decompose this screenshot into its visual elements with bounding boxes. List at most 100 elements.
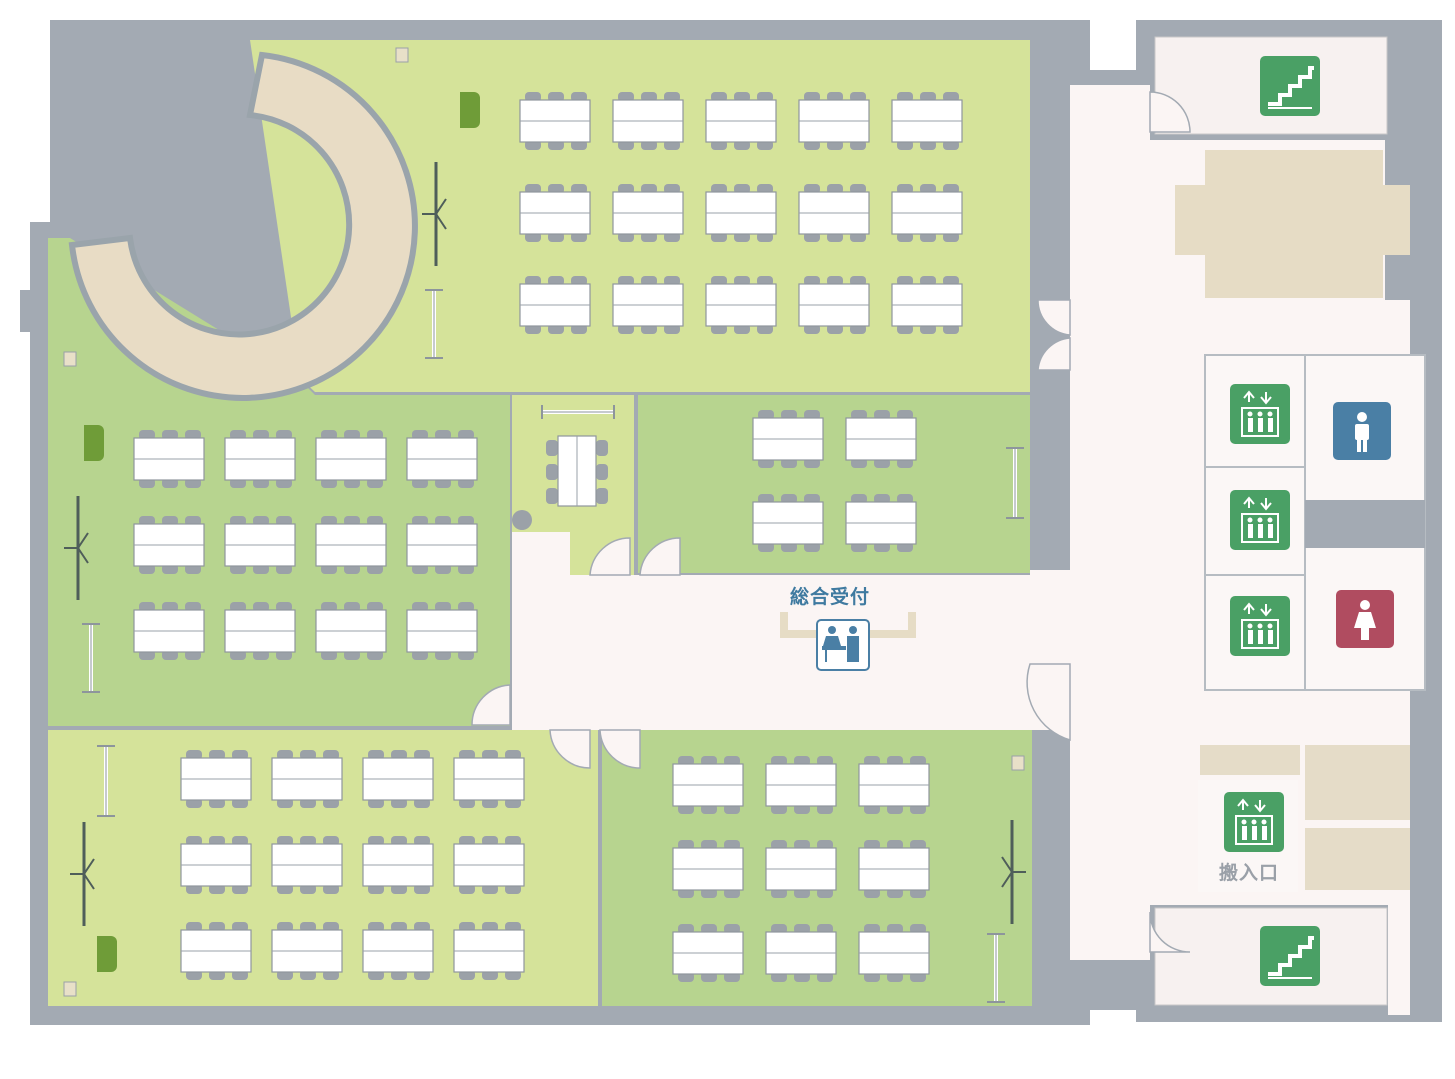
table-set: [519, 184, 591, 242]
elevator-arrows: [1237, 798, 1266, 813]
table-set: [765, 756, 837, 814]
womens-restroom-icon: [1336, 590, 1394, 648]
table-set: [752, 494, 824, 552]
table-set: [798, 276, 870, 334]
table-set: [612, 276, 684, 334]
elevator-person-head: [1247, 517, 1253, 523]
table-set: [133, 516, 205, 574]
chair: [596, 464, 608, 480]
plant-icon: [97, 936, 117, 972]
door-swing: [471, 684, 511, 726]
elevator-icon: [1224, 792, 1284, 852]
table-set: [891, 276, 963, 334]
elevator-person-body: [1248, 630, 1253, 644]
projector-icon: [422, 162, 447, 266]
reception-head: [849, 626, 857, 634]
stairs-icon: [1260, 56, 1320, 116]
table-set: [519, 92, 591, 150]
wall-notch: [20, 290, 34, 332]
projector-leg: [77, 532, 89, 549]
table-set: [315, 430, 387, 488]
table-set: [224, 516, 296, 574]
person-body: [1354, 612, 1376, 640]
door-swing: [549, 729, 591, 769]
wall-partition-1: [1030, 20, 1070, 300]
chair: [596, 440, 608, 456]
outlet-icon: [395, 47, 409, 63]
projector-leg: [83, 858, 95, 875]
elevator-person-body: [1248, 418, 1253, 432]
door-swing: [639, 537, 681, 576]
projector-icon: [64, 496, 89, 600]
elevator-person-body: [1268, 524, 1273, 538]
table-set: [224, 602, 296, 660]
elevator-person-head: [1251, 819, 1257, 825]
elevator-person-body: [1268, 630, 1273, 644]
projector-leg: [435, 213, 447, 230]
loading-store-1: [1200, 745, 1300, 775]
outlet-icon: [1011, 755, 1025, 771]
table-set: [765, 840, 837, 898]
person-leg: [1363, 438, 1367, 452]
elevator-arrows: [1243, 390, 1272, 405]
projector-leg: [77, 547, 89, 564]
table-set: [891, 92, 963, 150]
table-set: [705, 92, 777, 150]
door-swing: [1149, 91, 1191, 133]
door-swing: [1026, 663, 1071, 742]
chair: [546, 488, 558, 504]
projector-icon: [1001, 820, 1026, 924]
door-swing: [599, 729, 641, 769]
elevator-person-head: [1241, 819, 1247, 825]
screen: [1006, 447, 1024, 519]
elevator-person-body: [1262, 826, 1267, 840]
table-set: [705, 184, 777, 242]
main-corridor: [512, 532, 1030, 730]
plant-icon: [84, 425, 104, 461]
screen: [425, 289, 443, 359]
meeting-table: [546, 435, 608, 507]
door-swing: [1149, 911, 1191, 953]
elevator-car: [1235, 815, 1273, 845]
table-set: [765, 924, 837, 982]
table-set: [798, 92, 870, 150]
person-body: [1355, 424, 1369, 440]
projector-icon: [70, 822, 95, 926]
table-set: [133, 602, 205, 660]
stairs-icon: [1260, 926, 1320, 986]
table-set: [858, 840, 930, 898]
elevator-person-head: [1267, 411, 1273, 417]
icons-layer: [816, 56, 1394, 986]
reception-label: 総合受付: [790, 586, 871, 608]
elevator-icon: [1230, 384, 1290, 444]
table-set: [315, 602, 387, 660]
screen: [541, 405, 615, 419]
elevator-person-head: [1257, 411, 1263, 417]
table-set: [798, 184, 870, 242]
loading-store-2: [1305, 745, 1410, 820]
table-set: [453, 922, 525, 980]
table-set: [406, 516, 478, 574]
elevator-person-body: [1242, 826, 1247, 840]
table-set: [271, 836, 343, 894]
projector-leg: [83, 873, 95, 890]
stairs-steps: [1268, 936, 1314, 976]
chair: [596, 488, 608, 504]
table-set: [406, 602, 478, 660]
loading-store-3: [1305, 828, 1410, 890]
elevator-person-head: [1257, 623, 1263, 629]
table-set: [180, 836, 252, 894]
table-set: [133, 430, 205, 488]
table-set: [705, 276, 777, 334]
reception-head: [828, 626, 836, 634]
elevator-car: [1241, 619, 1279, 649]
mens-restroom-icon: [1333, 402, 1391, 460]
room-hall-e: [638, 395, 1030, 573]
reception-counter: [822, 646, 846, 650]
table-set: [672, 840, 744, 898]
freight-room: [1175, 150, 1410, 298]
table-set: [612, 92, 684, 150]
door-swing: [589, 537, 631, 576]
screen: [97, 745, 115, 817]
table-set: [845, 410, 917, 468]
